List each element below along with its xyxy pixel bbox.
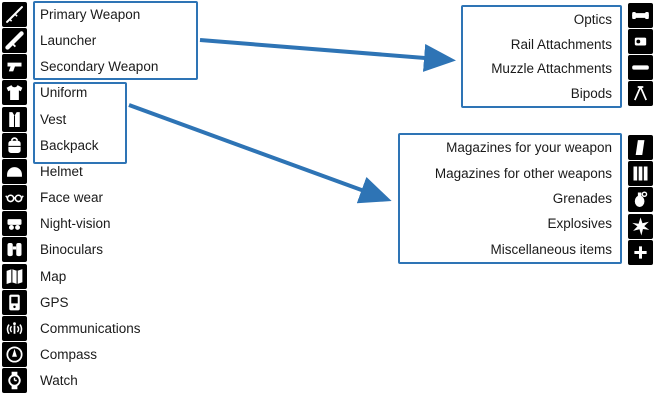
rifle-icon <box>2 2 27 27</box>
explosive-icon <box>628 213 653 239</box>
inventory-slot-row: Launcher <box>2 28 97 54</box>
weapon-attachments-icon-column <box>628 0 653 401</box>
radio-icon <box>2 315 27 341</box>
slot-label: Communications <box>40 320 141 336</box>
slot-label: Secondary Weapon <box>40 59 159 75</box>
slot-label: Face wear <box>40 190 104 206</box>
misc-items-icon <box>628 239 653 265</box>
container-items-icon-column <box>628 0 653 401</box>
slot-label: Helmet <box>40 163 83 179</box>
helmet-icon <box>2 158 27 184</box>
slot-label: Night-vision <box>40 216 111 232</box>
slot-label: Binoculars <box>40 242 104 258</box>
magazines-icon <box>628 161 653 187</box>
category-label: Rail Attachments <box>510 36 612 52</box>
category-label: Miscellaneous items <box>490 241 612 257</box>
inventory-slot-row: Face wear <box>2 185 104 211</box>
binoculars-icon <box>2 237 27 263</box>
slot-label: Vest <box>40 111 67 127</box>
slot-label: GPS <box>40 294 69 310</box>
gps-icon <box>2 289 27 315</box>
launcher-icon <box>2 28 27 54</box>
vest-icon <box>2 106 27 132</box>
rail-attachment-icon <box>628 29 653 54</box>
bipod-icon <box>628 81 653 106</box>
inventory-slot-row: Helmet <box>2 158 83 184</box>
backpack-icon <box>2 132 27 158</box>
magazine-icon <box>628 135 653 160</box>
inventory-slot-row: Vest <box>2 106 67 132</box>
facewear-icon <box>2 185 27 211</box>
slot-label: Watch <box>40 373 78 389</box>
nightvision-icon <box>2 211 27 237</box>
category-label: Explosives <box>547 216 612 232</box>
muzzle-attachment-icon <box>628 55 653 80</box>
scope-icon <box>628 3 653 28</box>
uniform-icon <box>2 80 27 106</box>
watch-icon <box>2 368 27 394</box>
slot-label: Compass <box>40 346 98 362</box>
map-icon <box>2 263 27 289</box>
category-label: Muzzle Attachments <box>491 61 612 77</box>
category-label: Optics <box>573 11 612 27</box>
arrow-weapons-to-attachments <box>199 38 456 72</box>
inventory-slot-row: Night-vision <box>2 211 111 237</box>
slot-label: Uniform <box>40 85 88 101</box>
inventory-slot-row: Communications <box>2 315 141 341</box>
inventory-slot-row: Secondary Weapon <box>2 54 159 80</box>
category-label: Magazines for your weapon <box>446 140 612 156</box>
category-label: Magazines for other weapons <box>434 165 612 181</box>
inventory-slot-row: Backpack <box>2 132 99 158</box>
category-label: Grenades <box>552 190 612 206</box>
inventory-slot-row: Watch <box>2 368 78 394</box>
grenade-icon <box>628 187 653 213</box>
gear-slots-highlight-box <box>33 82 127 164</box>
slot-label: Map <box>40 268 67 284</box>
slot-label: Primary Weapon <box>40 7 141 22</box>
compass-icon <box>2 341 27 367</box>
inventory-slot-row: Map <box>2 263 67 289</box>
arrow-gear-to-containers <box>128 103 392 204</box>
inventory-slot-row: Binoculars <box>2 237 104 263</box>
slot-label: Launcher <box>40 33 97 49</box>
pistol-icon <box>2 54 27 80</box>
inventory-slot-row: GPS <box>2 289 69 315</box>
inventory-slot-row: Uniform <box>2 80 88 106</box>
slot-label: Backpack <box>40 137 99 153</box>
inventory-slot-row: Compass <box>2 341 98 367</box>
category-label: Bipods <box>570 86 612 102</box>
weapon-slots-highlight-box <box>33 1 198 80</box>
inventory-slot-row: Primary Weapon <box>2 2 140 27</box>
